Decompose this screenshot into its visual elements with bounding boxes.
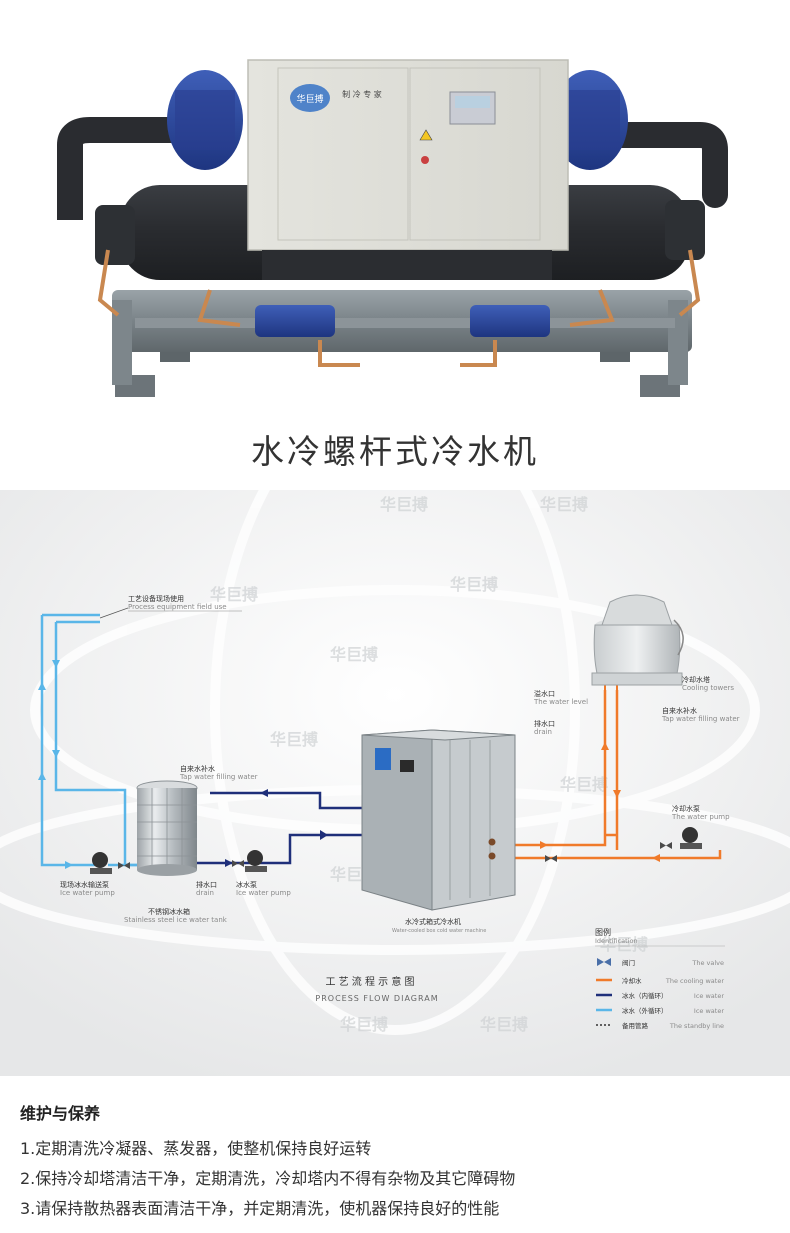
filter-right bbox=[470, 305, 550, 337]
svg-text:Ice water: Ice water bbox=[694, 992, 724, 1000]
legend-title-cn: 图例 bbox=[595, 927, 611, 937]
label-chiller-en: Water-cooled box cold water machine bbox=[392, 928, 486, 934]
panel-slogan: 制 冷 专 家 bbox=[342, 89, 382, 99]
svg-text:华巨搏: 华巨搏 bbox=[210, 585, 258, 604]
legend-item-valve: 阀门 The valve bbox=[597, 958, 724, 967]
svg-text:冷却水: 冷却水 bbox=[622, 976, 642, 985]
legend-item-ice-inner: 冰水（内循环） Ice water bbox=[596, 991, 724, 1000]
brand-logo-text: 华巨搏 bbox=[296, 93, 323, 105]
label-drain-top-cn: 排水口 bbox=[534, 719, 555, 728]
flow-diagram-svg: 华巨搏 华巨搏 华巨搏 华巨搏 华巨搏 华巨搏 华巨搏 华巨搏 华巨搏 华巨搏 … bbox=[0, 490, 790, 1076]
legend-item-standby: 备用管路 The standby line bbox=[596, 1021, 724, 1030]
maintenance-item: 1.定期清洗冷凝器、蒸发器，使整机保持良好运转 bbox=[20, 1139, 372, 1158]
svg-text:华巨搏: 华巨搏 bbox=[270, 730, 318, 749]
diagram-title-cn: 工 艺 流 程 示 意 图 bbox=[325, 975, 414, 988]
svg-text:The valve: The valve bbox=[691, 959, 724, 967]
brand-logo bbox=[290, 84, 330, 112]
label-tower-tap-en: Tap water filling water bbox=[661, 715, 740, 723]
label-field-en: Process equipment field use bbox=[128, 603, 227, 611]
svg-text:The standby line: The standby line bbox=[669, 1022, 724, 1030]
label-drain-top-en: drain bbox=[534, 728, 552, 736]
filter-left bbox=[255, 305, 335, 337]
label-drain-en: drain bbox=[196, 889, 214, 897]
svg-text:The cooling water: The cooling water bbox=[665, 977, 724, 985]
maintenance-title: 维护与保养 bbox=[20, 1104, 101, 1123]
legend-title-en: Identification bbox=[595, 937, 638, 945]
label-ice-pump-cn: 冰水泵 bbox=[236, 880, 257, 889]
product-image: 华巨搏 制 冷 专 家 bbox=[0, 0, 790, 410]
svg-text:备用管路: 备用管路 bbox=[622, 1021, 649, 1030]
label-chiller-cn: 水冷式箱式冷水机 bbox=[405, 917, 461, 926]
chiller-illustration: 华巨搏 制 冷 专 家 bbox=[57, 59, 728, 397]
warning-icon bbox=[419, 129, 433, 141]
label-tap-cn: 自来水补水 bbox=[180, 764, 215, 773]
svg-text:Ice water: Ice water bbox=[694, 1007, 724, 1015]
svg-text:阀门: 阀门 bbox=[622, 958, 635, 967]
svg-text:华巨搏: 华巨搏 bbox=[600, 935, 648, 954]
svg-text:冰水（内循环）: 冰水（内循环） bbox=[622, 991, 668, 1000]
svg-text:冰水（外循环）: 冰水（外循环） bbox=[622, 1006, 668, 1015]
pipe-cooling bbox=[492, 690, 722, 860]
diagram-title-en: PROCESS FLOW DIAGRAM bbox=[315, 994, 438, 1003]
label-field-pump-cn: 现场冰水输送泵 bbox=[60, 880, 109, 889]
pump-icon bbox=[245, 850, 267, 872]
process-flow-diagram: 华巨搏 华巨搏 华巨搏 华巨搏 华巨搏 华巨搏 华巨搏 华巨搏 华巨搏 华巨搏 … bbox=[0, 490, 790, 1076]
maintenance-item: 3.请保持散热器表面清洁干净，并定期清洗，使机器保持良好的性能 bbox=[20, 1199, 500, 1218]
product-title: 水冷螺杆式冷水机 bbox=[251, 432, 539, 471]
label-cool-pump-cn: 冷却水泵 bbox=[672, 804, 700, 813]
label-tower-cn: 冷却水塔 bbox=[682, 675, 710, 684]
label-drain-cn: 排水口 bbox=[196, 880, 217, 889]
watermark: 华巨搏 华巨搏 华巨搏 华巨搏 华巨搏 华巨搏 华巨搏 华巨搏 华巨搏 华巨搏 … bbox=[210, 495, 648, 1034]
legend: 图例 Identification 阀门 The valve 冷却水 The c… bbox=[595, 927, 725, 1030]
pump-icon bbox=[90, 852, 112, 874]
maintenance-item: 2.保持冷却塔清洁干净，定期清洗，冷却塔内不得有杂物及其它障碍物 bbox=[20, 1169, 516, 1188]
label-overflow-cn: 溢水口 bbox=[534, 689, 555, 698]
svg-text:华巨搏: 华巨搏 bbox=[450, 575, 498, 594]
label-field-pump-en: Ice water pump bbox=[60, 889, 115, 897]
label-tower-tap-cn: 自来水补水 bbox=[662, 706, 697, 715]
valve-icon bbox=[118, 842, 672, 869]
svg-text:华巨搏: 华巨搏 bbox=[380, 495, 428, 514]
svg-text:华巨搏: 华巨搏 bbox=[560, 775, 608, 794]
label-cool-pump-en: The water pump bbox=[671, 813, 730, 821]
legend-item-ice-outer: 冰水（外循环） Ice water bbox=[596, 1006, 724, 1015]
label-field-cn: 工艺设备现场使用 bbox=[128, 594, 184, 603]
label-overflow-en: The water level bbox=[533, 698, 588, 706]
label-tower-en: Cooling towers bbox=[682, 684, 734, 692]
label-tap-en: Tap water filling water bbox=[179, 773, 258, 781]
label-ice-pump-en: Ice water pump bbox=[236, 889, 291, 897]
water-cooled-chiller-unit bbox=[361, 729, 516, 911]
cooling-tower bbox=[591, 594, 684, 686]
svg-text:华巨搏: 华巨搏 bbox=[540, 495, 588, 514]
legend-item-cooling: 冷却水 The cooling water bbox=[596, 976, 724, 985]
svg-text:华巨搏: 华巨搏 bbox=[330, 645, 378, 664]
maintenance-section: 维护与保养 1.定期清洗冷凝器、蒸发器，使整机保持良好运转 2.保持冷却塔清洁干… bbox=[20, 1100, 780, 1224]
pump-icon bbox=[680, 827, 702, 849]
stainless-water-tank bbox=[136, 780, 198, 876]
label-tank-cn: 不锈钢冰水箱 bbox=[148, 907, 190, 916]
label-tank-en: Stainless steel ice water tank bbox=[124, 916, 228, 924]
svg-text:华巨搏: 华巨搏 bbox=[340, 1015, 388, 1034]
svg-text:华巨搏: 华巨搏 bbox=[480, 1015, 528, 1034]
